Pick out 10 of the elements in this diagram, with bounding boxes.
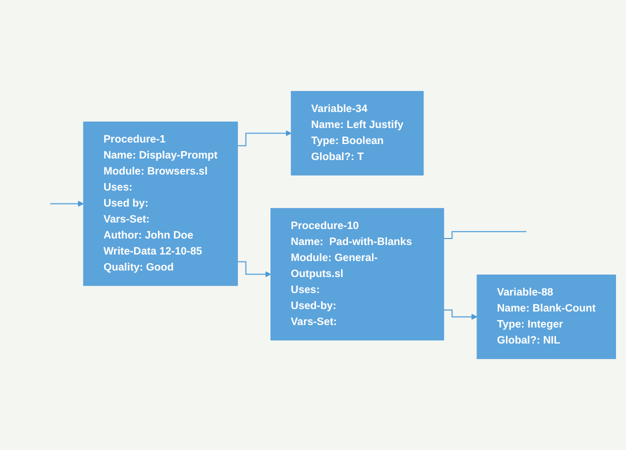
connector <box>443 231 527 239</box>
node-box <box>476 274 616 360</box>
node-box <box>290 90 424 176</box>
arrow <box>50 200 84 207</box>
node-box <box>83 122 238 286</box>
arrow <box>237 130 292 146</box>
node-box <box>270 208 444 340</box>
arrow <box>237 261 272 278</box>
arrow <box>443 309 478 320</box>
diagram-drawing: Procedure-1 Name: Display-Prompt Module: Browsers.sl Uses: Used by: Vars-Set: Author: John Doe Write-Data 12-10-85 Quality: Good Variable-34 Name: Left Justify Type: Boolean Global?: T Procedure-10 Name: Pad-with-Blanks Module: General-Outputs.sl Uses: Used-by: Vars-Set: Variable-88 Name: Blank-Count Type: Integer Global?: NIL <box>5 86 621 364</box>
